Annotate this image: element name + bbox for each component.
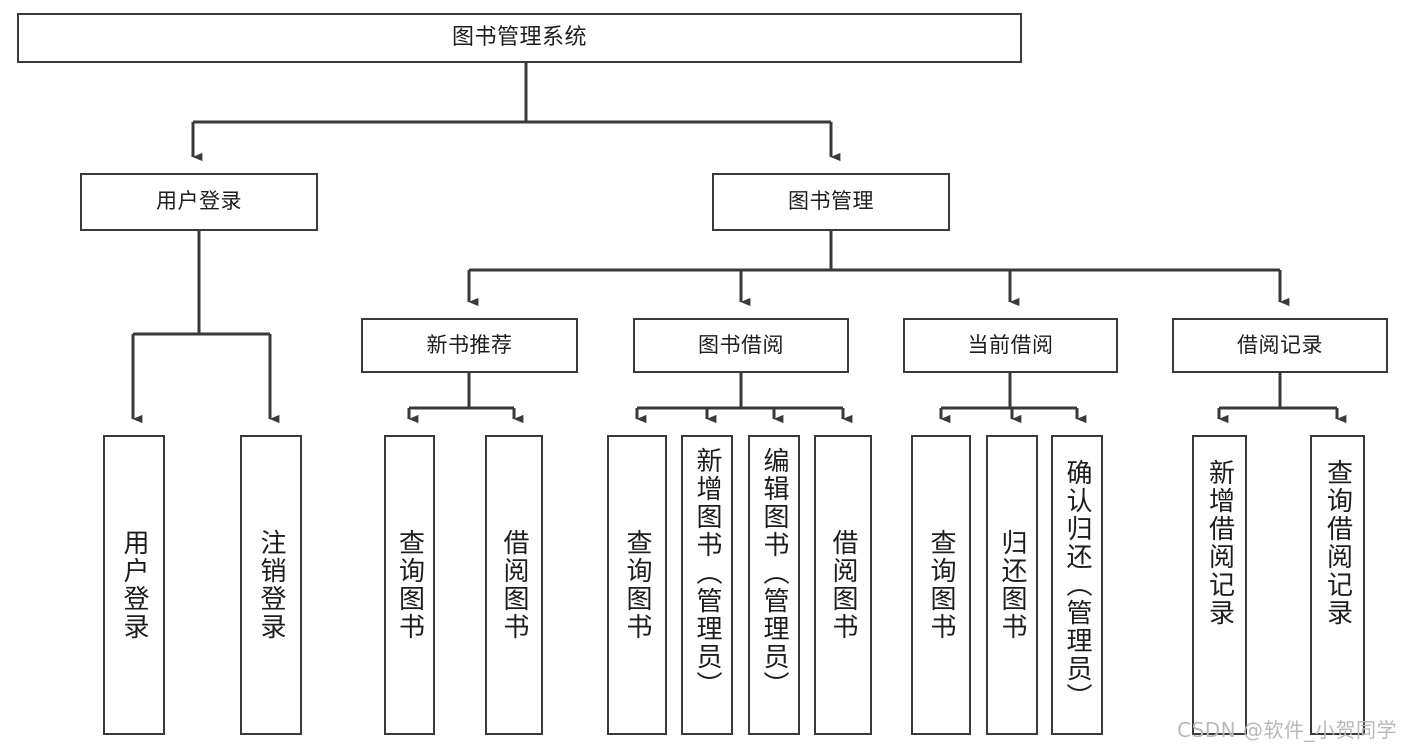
node-new-book-recommend-label: 新书推荐	[426, 332, 513, 357]
watermark-text: CSDN @软件_小贺同学	[1177, 718, 1397, 742]
node-root[interactable]: 图书管理系统	[17, 13, 1022, 63]
node-confirm-return-admin-label: 确认归还（管理员）	[1062, 459, 1092, 711]
node-user-login-label: 用户登录	[156, 189, 242, 214]
node-add-book-admin[interactable]: 新增图书（管理员）	[681, 435, 733, 735]
node-borrow-book-borrow-label: 借阅图书	[828, 529, 858, 641]
node-add-borrow-record-label: 新增借阅记录	[1204, 459, 1235, 627]
node-query-borrow-record-label: 查询借阅记录	[1322, 459, 1353, 627]
node-book-management[interactable]: 图书管理	[712, 173, 950, 231]
node-query-book-current-label: 查询图书	[926, 529, 956, 641]
node-new-book-recommend[interactable]: 新书推荐	[361, 318, 578, 373]
node-borrow-book-recommend[interactable]: 借阅图书	[485, 435, 543, 735]
node-edit-book-admin-label: 编辑图书（管理员）	[759, 447, 789, 699]
node-query-book-borrow[interactable]: 查询图书	[607, 435, 667, 735]
node-return-book-label: 归还图书	[997, 529, 1027, 641]
node-root-label: 图书管理系统	[451, 24, 587, 50]
node-borrow-book-borrow[interactable]: 借阅图书	[814, 435, 872, 735]
node-query-book-borrow-label: 查询图书	[622, 529, 652, 641]
node-logout-leaf[interactable]: 注销登录	[240, 435, 302, 735]
node-book-borrow[interactable]: 图书借阅	[633, 318, 849, 373]
node-logout-leaf-label: 注销登录	[256, 529, 286, 641]
node-user-login-leaf[interactable]: 用户登录	[103, 435, 165, 735]
node-return-book[interactable]: 归还图书	[986, 435, 1038, 735]
node-borrow-record[interactable]: 借阅记录	[1172, 318, 1388, 373]
node-add-borrow-record[interactable]: 新增借阅记录	[1192, 435, 1247, 735]
node-confirm-return-admin[interactable]: 确认归还（管理员）	[1051, 435, 1103, 735]
node-user-login-leaf-label: 用户登录	[119, 529, 149, 641]
node-current-borrow-label: 当前借阅	[967, 332, 1054, 357]
node-borrow-record-label: 借阅记录	[1237, 332, 1323, 357]
node-current-borrow[interactable]: 当前借阅	[903, 318, 1118, 373]
node-book-borrow-label: 图书借阅	[698, 332, 784, 357]
node-borrow-book-recommend-label: 借阅图书	[499, 529, 529, 641]
node-query-book-current[interactable]: 查询图书	[911, 435, 971, 735]
node-add-book-admin-label: 新增图书（管理员）	[692, 447, 722, 699]
node-query-book-recommend[interactable]: 查询图书	[384, 435, 435, 735]
node-book-management-label: 图书管理	[788, 189, 874, 214]
node-edit-book-admin[interactable]: 编辑图书（管理员）	[748, 435, 800, 735]
node-query-borrow-record[interactable]: 查询借阅记录	[1310, 435, 1365, 735]
node-query-book-recommend-label: 查询图书	[394, 529, 425, 641]
node-user-login[interactable]: 用户登录	[80, 173, 318, 231]
